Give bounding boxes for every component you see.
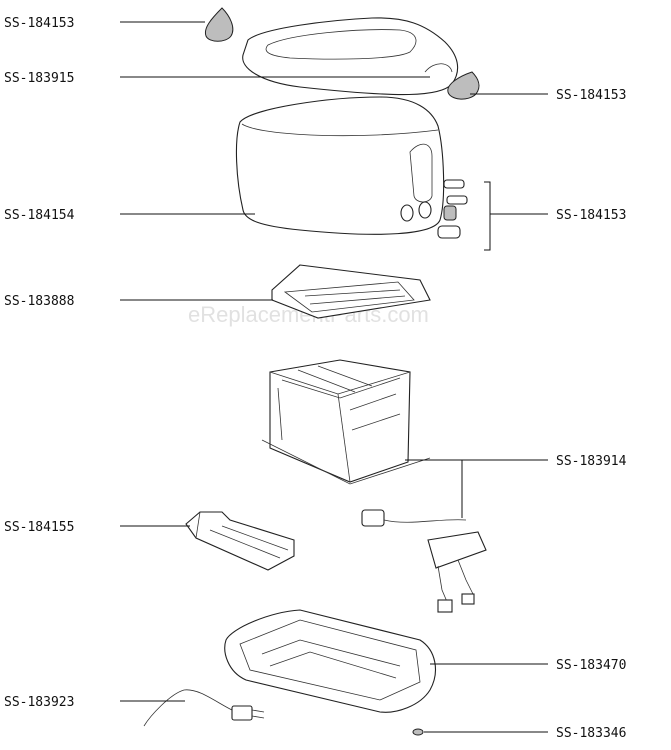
part-control-knobs: [437, 179, 468, 239]
part-screw: [412, 728, 424, 736]
callout-label-r1: SS-184153: [556, 88, 626, 103]
part-knob-top: [204, 7, 234, 42]
callout-label-l4: SS-183888: [4, 294, 74, 309]
part-housing: [235, 96, 445, 235]
part-knob-right: [447, 71, 480, 100]
callout-label-l5: SS-184155: [4, 520, 74, 535]
part-circuit-board: [361, 509, 487, 613]
part-frame-plate: [271, 264, 431, 319]
part-crumb-tray: [185, 511, 295, 571]
callout-label-l2: SS-183915: [4, 71, 74, 86]
bracket-knobs: [484, 181, 491, 251]
callout-label-l1: SS-184153: [4, 16, 74, 31]
part-base-plate: [224, 609, 436, 713]
callout-label-r5: SS-183346: [556, 726, 626, 741]
part-chassis: [261, 359, 431, 485]
leader-r3: [405, 459, 548, 518]
callout-label-r2: SS-184153: [556, 208, 626, 223]
callout-label-r3: SS-183914: [556, 454, 627, 469]
part-top-cover: [242, 17, 459, 96]
callout-label-r4: SS-183470: [556, 658, 626, 673]
callout-label-l3: SS-184154: [4, 208, 75, 223]
callout-label-l6: SS-183923: [4, 695, 74, 710]
part-power-cord: [143, 689, 265, 727]
